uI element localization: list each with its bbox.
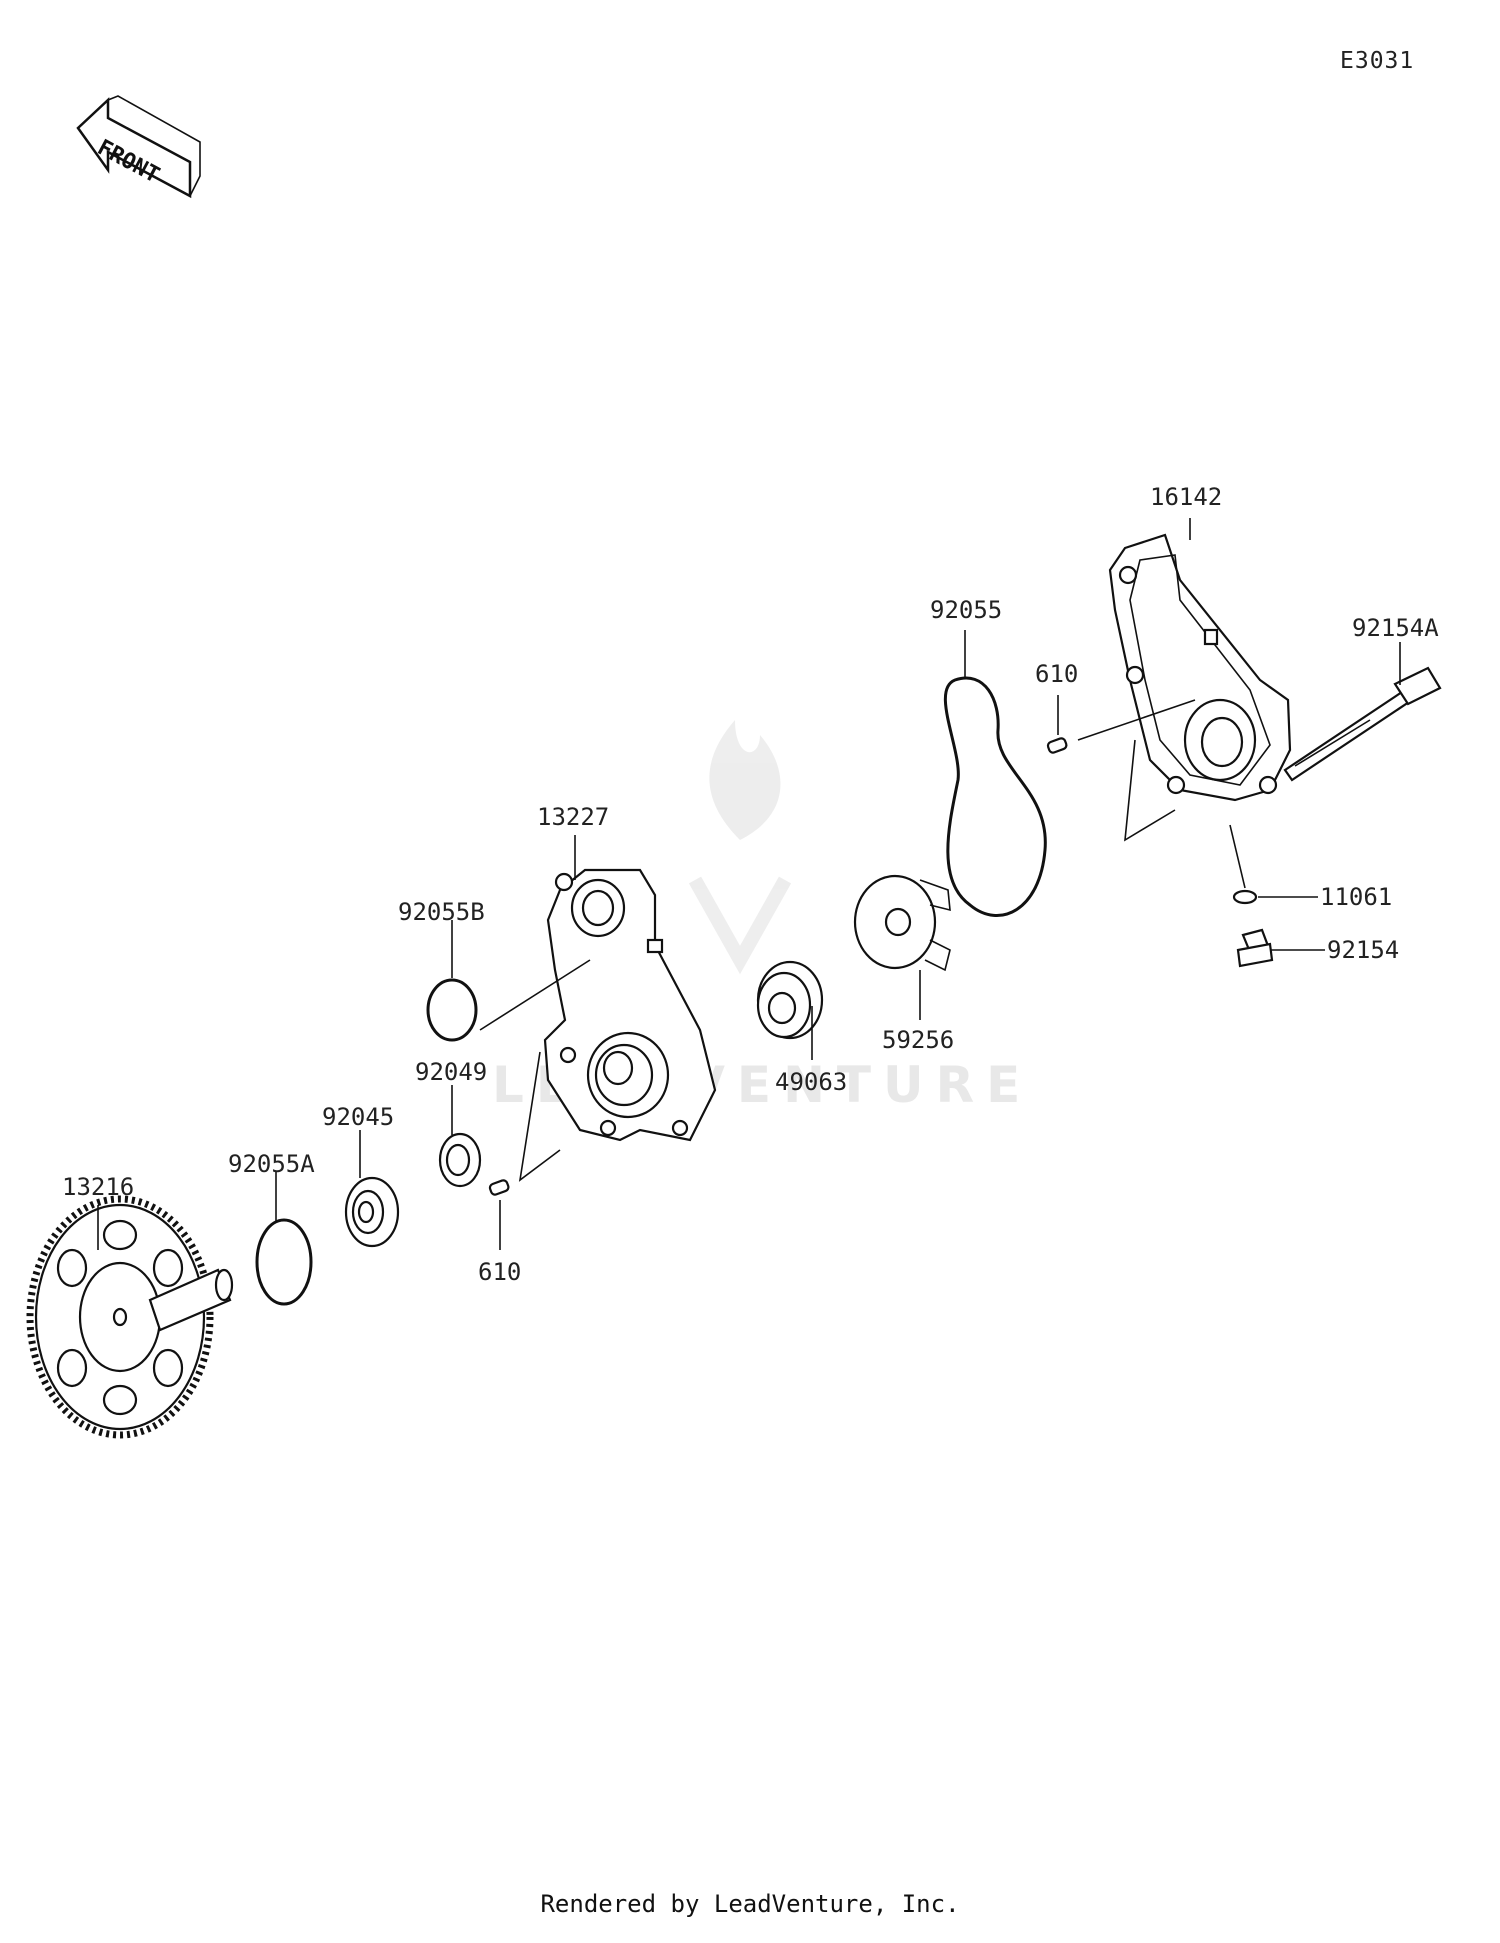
oring-92055A bbox=[255, 1218, 313, 1306]
pin-610-lower bbox=[488, 1179, 510, 1196]
callout-92045: 92045 bbox=[322, 1103, 394, 1131]
callout-92049: 92049 bbox=[415, 1058, 487, 1086]
gear-13216 bbox=[26, 1195, 234, 1439]
front-arrow-icon: FRONT bbox=[76, 95, 201, 199]
callout-13216: 13216 bbox=[62, 1173, 134, 1201]
callout-11061: 11061 bbox=[1320, 883, 1392, 911]
callout-92055: 92055 bbox=[930, 596, 1002, 624]
callout-92055A: 92055A bbox=[228, 1150, 315, 1178]
callout-49063: 49063 bbox=[775, 1068, 847, 1096]
pin-610-upper bbox=[1046, 737, 1068, 754]
callout-92154A: 92154A bbox=[1352, 614, 1439, 642]
callout-92154: 92154 bbox=[1327, 936, 1399, 964]
oring-92055B bbox=[426, 978, 478, 1042]
callout-59256: 59256 bbox=[882, 1026, 954, 1054]
callout-610-upper: 610 bbox=[1035, 660, 1078, 688]
cover-16142 bbox=[1108, 533, 1292, 802]
callout-16142: 16142 bbox=[1150, 483, 1222, 511]
washer-11061 bbox=[1232, 889, 1258, 905]
bolt-92154 bbox=[1236, 928, 1274, 968]
impeller-59256 bbox=[853, 874, 951, 972]
bearing-92045 bbox=[344, 1176, 400, 1248]
callout-13227: 13227 bbox=[537, 803, 609, 831]
pump-body-13227 bbox=[543, 868, 717, 1142]
seal-92049 bbox=[438, 1132, 482, 1188]
footer-credit: Rendered by LeadVenture, Inc. bbox=[540, 1890, 960, 1918]
seal-49063 bbox=[756, 960, 824, 1040]
oring-92055 bbox=[943, 676, 1047, 917]
diagram-code: E3031 bbox=[1340, 48, 1415, 74]
leader-lines bbox=[97, 518, 1401, 1250]
bolt-92154A bbox=[1283, 666, 1442, 782]
callout-610-lower: 610 bbox=[478, 1258, 521, 1286]
callout-92055B: 92055B bbox=[398, 898, 485, 926]
